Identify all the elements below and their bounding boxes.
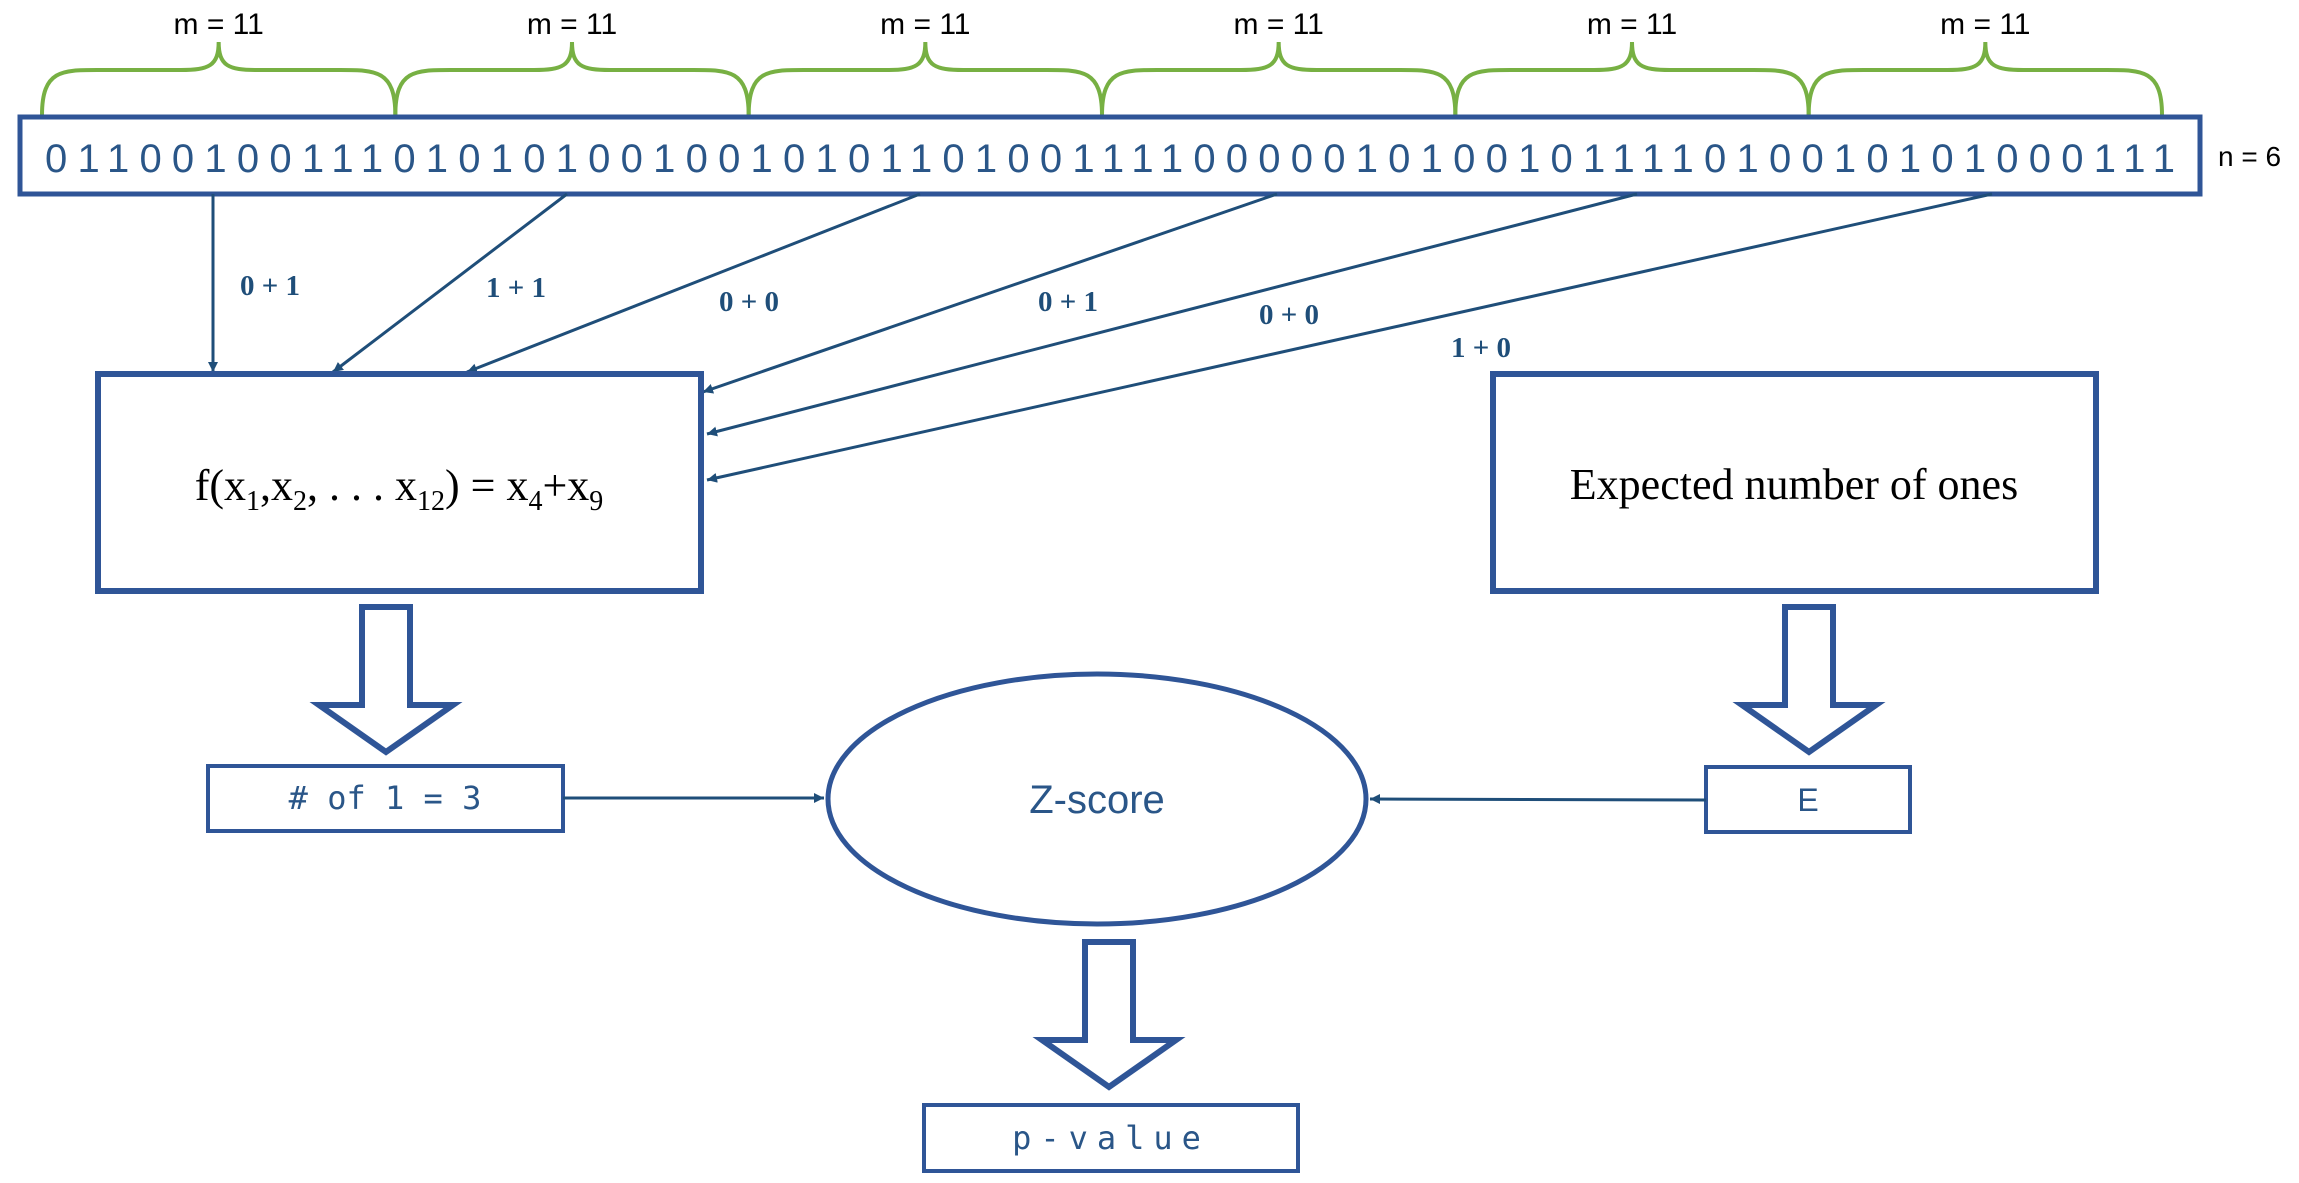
count-label: # of 1 = 3 xyxy=(289,779,482,817)
down-arrow-right xyxy=(1732,604,1886,756)
sum-label-6: 1 + 0 xyxy=(1451,332,1511,364)
expected-label: Expected number of ones xyxy=(1570,460,2018,509)
arrow-seg-2 xyxy=(332,192,568,374)
segment-brace xyxy=(40,41,398,116)
e-label: E xyxy=(1797,782,1818,818)
arrow-seg-4 xyxy=(702,192,1278,394)
sum-label-5: 0 + 0 xyxy=(1259,299,1319,331)
sum-label-3: 0 + 0 xyxy=(719,286,779,318)
segment-brace xyxy=(1806,41,2164,116)
segment-label: m = 11 xyxy=(174,8,264,41)
segment-label: m = 11 xyxy=(880,8,970,41)
down-arrow-left xyxy=(309,604,463,756)
arrow-seg-6 xyxy=(706,192,1993,483)
pvalue-label: p-value xyxy=(1012,1119,1210,1157)
e-box xyxy=(1704,765,1912,834)
segment-brace xyxy=(1453,41,1811,116)
segment-brace xyxy=(393,41,751,116)
sum-label-1: 0 + 1 xyxy=(240,270,300,302)
segment-label: m = 11 xyxy=(1940,8,2030,41)
down-arrow-bottom xyxy=(1032,939,1186,1091)
zscore-ellipse xyxy=(825,671,1369,927)
expected-box xyxy=(1490,371,2099,594)
bit-string-box xyxy=(17,114,2203,197)
arrow-seg-3 xyxy=(466,192,921,374)
segment-label: m = 11 xyxy=(1234,8,1324,41)
pvalue-box xyxy=(922,1103,1300,1173)
function-formula: f(x1,x2, . . . x12) = x4+x9 xyxy=(195,461,604,517)
segment-brace xyxy=(1100,41,1458,116)
bit-string: 0110010011101010100100101011010011110000… xyxy=(45,137,2175,181)
function-box xyxy=(95,371,704,594)
arrow-seg-5 xyxy=(706,192,1638,437)
segment-braces: m = 11 m = 11 m = 11 m = 11 m = 11 m = 11 xyxy=(40,8,2164,116)
zscore-label: Z-score xyxy=(1029,778,1165,822)
segment-brace xyxy=(746,41,1104,116)
sum-label-2: 1 + 1 xyxy=(486,272,546,304)
count-box xyxy=(206,764,565,833)
arrow-e-to-zscore xyxy=(1369,794,1707,805)
segment-label: m = 11 xyxy=(1587,8,1677,41)
segment-label: m = 11 xyxy=(527,8,617,41)
n-label: n = 6 xyxy=(2218,141,2281,172)
sum-label-4: 0 + 1 xyxy=(1038,286,1098,318)
connector-arrows xyxy=(208,192,1993,483)
